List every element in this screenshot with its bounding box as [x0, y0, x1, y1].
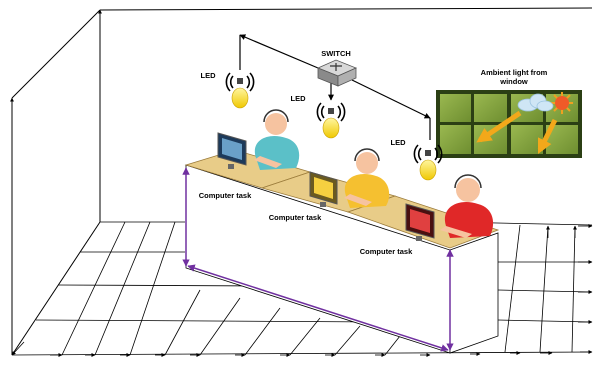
workstation-1 [217, 109, 300, 170]
window-label-line-1: Ambient light from [481, 68, 548, 77]
task-label-1: Computer task [199, 191, 252, 200]
led-label-3: LED [391, 138, 407, 147]
room-walls [11, 7, 593, 356]
sun-icon [551, 92, 573, 114]
led-bulb-icon [225, 72, 255, 109]
cloud-icon [517, 93, 554, 112]
led-label-2: LED [291, 94, 307, 103]
network-wires [239, 34, 431, 140]
desk-row [184, 149, 500, 354]
person-headset-icon [440, 174, 494, 238]
led-bulb-icon [316, 102, 346, 139]
floor-grid [11, 221, 593, 356]
person-headset-icon [344, 148, 390, 208]
ambient-light-arrows [476, 110, 558, 155]
workstation-3 [405, 174, 494, 241]
floor-arrowheads [10, 9, 593, 357]
monitor-icon [405, 203, 435, 241]
switch-label: SWITCH [321, 49, 351, 58]
monitor-icon [309, 171, 338, 207]
workstation-2 [309, 148, 390, 208]
network-switch-icon [316, 59, 358, 87]
window-label-line-2: window [499, 77, 528, 86]
task-label-3: Computer task [360, 247, 413, 256]
zone-boundary [182, 167, 454, 352]
task-label-2: Computer task [269, 213, 322, 222]
led-label-1: LED [201, 71, 217, 80]
person-headset-icon [254, 109, 300, 170]
led-bulb-icon [413, 144, 443, 181]
monitor-icon [217, 132, 247, 169]
